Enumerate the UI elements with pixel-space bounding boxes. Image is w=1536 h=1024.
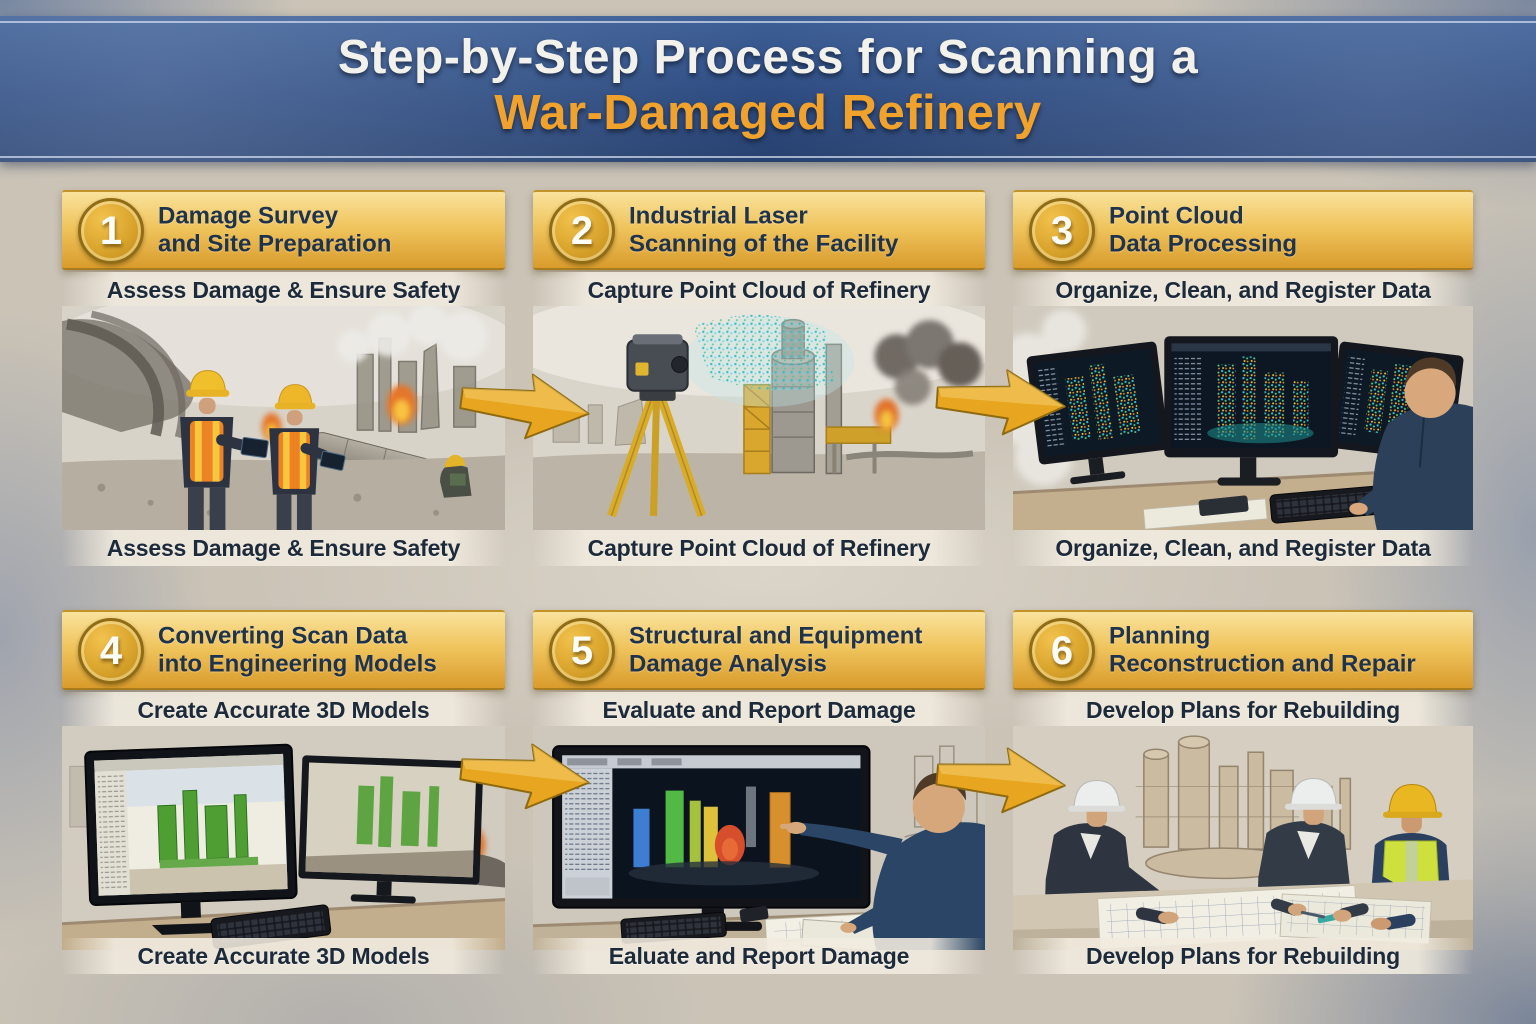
step-6-caption: Develop Plans for Rebuilding bbox=[1013, 938, 1473, 974]
step-6-panel: 6 Planning Reconstruction and Repair Dev… bbox=[1013, 610, 1473, 978]
arrow-right-icon bbox=[935, 369, 1066, 436]
step-3-title: Point Cloud Data Processing bbox=[1109, 202, 1297, 257]
right-monitor bbox=[298, 755, 484, 904]
blueprint-planning-team-illustration bbox=[1013, 726, 1473, 950]
step-title-line2: Reconstruction and Repair bbox=[1109, 650, 1416, 677]
green-3d-model bbox=[157, 789, 259, 869]
step-4-panel: 4 Converting Scan Data into Engineering … bbox=[62, 610, 505, 978]
step-number: 5 bbox=[570, 628, 594, 673]
collapsed-structure bbox=[62, 310, 194, 439]
step-number: 6 bbox=[1050, 628, 1074, 673]
cad-modeling-monitors-illustration bbox=[62, 726, 505, 950]
step-1-panel: 1 Damage Survey and Site Preparation Ass… bbox=[62, 190, 505, 570]
left-monitor-cad-screen bbox=[84, 743, 298, 935]
smoke bbox=[337, 306, 488, 363]
arrow-right-icon bbox=[459, 373, 590, 440]
step-1-number-badge: 1 bbox=[78, 198, 144, 264]
step-2-subtitle: Capture Point Cloud of Refinery bbox=[533, 272, 985, 308]
step-number: 3 bbox=[1050, 208, 1074, 253]
point-cloud-workstation-illustration bbox=[1013, 306, 1473, 530]
step-6-title: Planning Reconstruction and Repair bbox=[1109, 622, 1416, 677]
tablet bbox=[1198, 495, 1249, 517]
workers-surveying-damaged-refinery-illustration bbox=[62, 306, 505, 530]
step-3-header-bar: 3 Point Cloud Data Processing bbox=[1013, 190, 1473, 270]
crouching-worker bbox=[440, 454, 472, 498]
color-coded-towers bbox=[628, 786, 820, 886]
step-6-illustration bbox=[1013, 726, 1473, 950]
laser-scanner-tripod bbox=[607, 334, 707, 518]
laser-scanner-refinery-illustration bbox=[533, 306, 985, 530]
step-number: 4 bbox=[99, 628, 123, 673]
center-monitor bbox=[1164, 336, 1339, 486]
step-4-subtitle: Create Accurate 3D Models bbox=[62, 692, 505, 728]
step-title-line2: Damage Analysis bbox=[629, 650, 827, 677]
step-title-line2: and Site Preparation bbox=[158, 230, 392, 257]
phone bbox=[739, 906, 769, 923]
step-title-line2: Data Processing bbox=[1109, 230, 1298, 257]
seated-analyst bbox=[1349, 357, 1473, 530]
step-2-title: Industrial Laser Scanning of the Facilit… bbox=[629, 202, 898, 257]
poster-title-line2: War-Damaged Refinery bbox=[494, 86, 1042, 140]
step-title-line2: into Engineering Models bbox=[158, 650, 437, 677]
step-title-line1: Structural and Equipment bbox=[629, 622, 923, 650]
step-4-title: Converting Scan Data into Engineering Mo… bbox=[158, 622, 437, 677]
worker-with-tablet bbox=[269, 384, 346, 530]
step-4-header-bar: 4 Converting Scan Data into Engineering … bbox=[62, 610, 505, 690]
step-5-number-badge: 5 bbox=[549, 618, 615, 684]
point-cloud-spray bbox=[683, 314, 855, 407]
step-title-line1: Damage Survey bbox=[158, 202, 339, 230]
step-title-line1: Industrial Laser bbox=[629, 202, 808, 230]
step-1-header-bar: 1 Damage Survey and Site Preparation bbox=[62, 190, 505, 270]
step-2-panel: 2 Industrial Laser Scanning of the Facil… bbox=[533, 190, 985, 570]
step-1-subtitle: Assess Damage & Ensure Safety bbox=[62, 272, 505, 308]
step-5-panel: 5 Structural and Equipment Damage Analys… bbox=[533, 610, 985, 978]
drafting-tool bbox=[1317, 914, 1337, 924]
step-5-title: Structural and Equipment Damage Analysis bbox=[629, 622, 922, 677]
keyboard bbox=[620, 911, 727, 944]
step-6-header-bar: 6 Planning Reconstruction and Repair bbox=[1013, 610, 1473, 690]
step-number: 1 bbox=[99, 208, 123, 253]
step-5-header-bar: 5 Structural and Equipment Damage Analys… bbox=[533, 610, 985, 690]
step-4-caption: Create Accurate 3D Models bbox=[62, 938, 505, 974]
arrow-right-icon bbox=[459, 743, 590, 810]
step-4-illustration bbox=[62, 726, 505, 950]
step-1-caption: Assess Damage & Ensure Safety bbox=[62, 530, 505, 566]
step-4-number-badge: 4 bbox=[78, 618, 144, 684]
step-3-panel: 3 Point Cloud Data Processing Organize, … bbox=[1013, 190, 1473, 570]
title-banner: Step-by-Step Process for Scanning a War-… bbox=[0, 16, 1536, 162]
step-2-number-badge: 2 bbox=[549, 198, 615, 264]
hands-on-blueprint bbox=[1135, 898, 1416, 930]
poster-title-line1: Step-by-Step Process for Scanning a bbox=[337, 31, 1199, 84]
step-3-caption: Organize, Clean, and Register Data bbox=[1013, 530, 1473, 566]
step-title-line2: Scanning of the Facility bbox=[629, 230, 899, 257]
left-monitor bbox=[1026, 341, 1169, 485]
fire bbox=[874, 398, 899, 432]
step-1-illustration bbox=[62, 306, 505, 530]
step-2-header-bar: 2 Industrial Laser Scanning of the Facil… bbox=[533, 190, 985, 270]
step-3-number-badge: 3 bbox=[1029, 198, 1095, 264]
step-6-subtitle: Develop Plans for Rebuilding bbox=[1013, 692, 1473, 728]
smoke bbox=[874, 320, 982, 405]
step-2-illustration bbox=[533, 306, 985, 530]
step-5-subtitle: Evaluate and Report Damage bbox=[533, 692, 985, 728]
step-3-subtitle: Organize, Clean, and Register Data bbox=[1013, 272, 1473, 308]
step-6-number-badge: 6 bbox=[1029, 618, 1095, 684]
step-title-line1: Converting Scan Data bbox=[158, 622, 408, 650]
step-2-caption: Capture Point Cloud of Refinery bbox=[533, 530, 985, 566]
step-title-line1: Planning bbox=[1109, 622, 1211, 650]
step-3-illustration bbox=[1013, 306, 1473, 530]
step-title-line1: Point Cloud bbox=[1109, 202, 1244, 230]
worker-with-tablet bbox=[180, 370, 269, 530]
rubble-ground bbox=[533, 451, 985, 530]
step-1-title: Damage Survey and Site Preparation bbox=[158, 202, 391, 257]
step-5-caption: Ealuate and Report Damage bbox=[533, 938, 985, 974]
arrow-right-icon bbox=[935, 747, 1066, 814]
keyboard bbox=[210, 904, 332, 950]
step-number: 2 bbox=[570, 208, 594, 253]
